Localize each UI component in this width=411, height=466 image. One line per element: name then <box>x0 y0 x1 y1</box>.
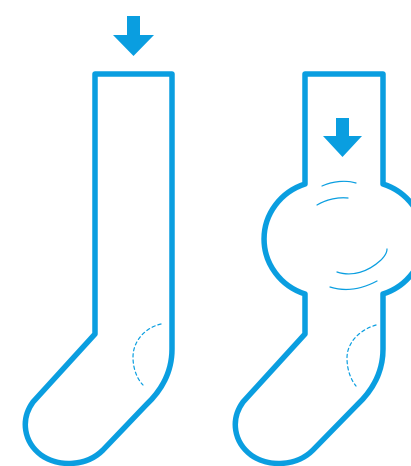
down-arrow-icon-left <box>113 16 154 56</box>
down-arrow-icon <box>113 16 154 56</box>
sock-plain-outline <box>25 74 172 463</box>
sock-bulge-outline <box>235 74 411 463</box>
sock-bulge <box>235 74 411 463</box>
sock-plain <box>25 74 172 463</box>
